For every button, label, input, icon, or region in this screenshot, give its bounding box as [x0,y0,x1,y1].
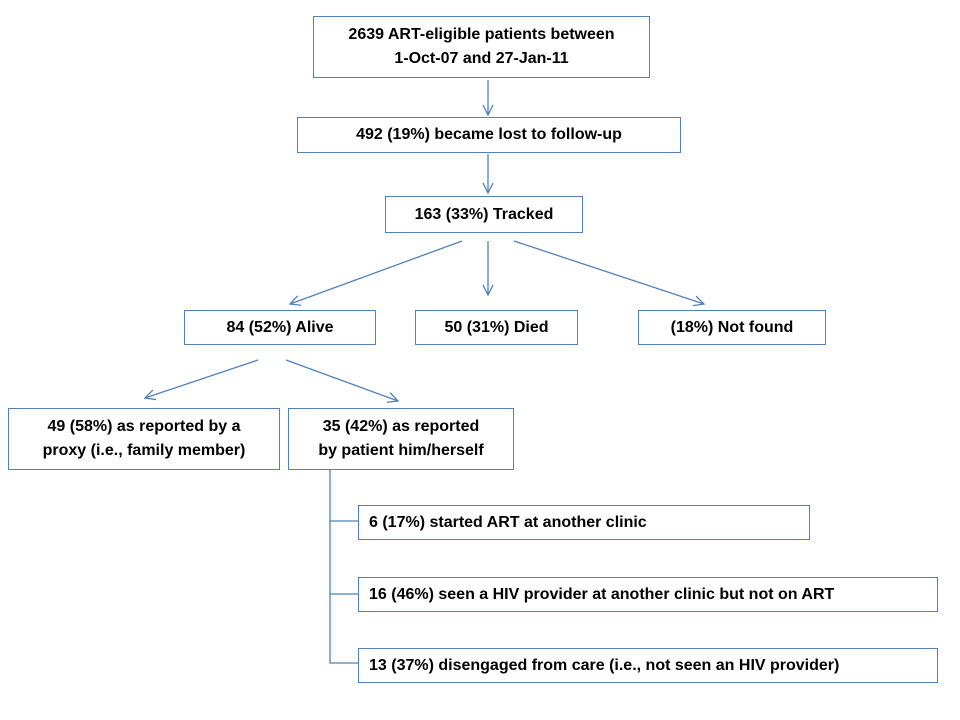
node-lost-to-follow-up-label: 492 (19%) became lost to follow-up [356,126,622,143]
arrow-tracked-to-alive [290,240,463,304]
node-self-report: 35 (42%) as reported by patient him/hers… [288,408,514,470]
node-proxy-report-line2: proxy (i.e., family member) [42,442,246,459]
node-art-eligible-patients: 2639 ART-eligible patients between 1-Oct… [313,16,650,78]
node-proxy-report: 49 (58%) as reported by a proxy (i.e., f… [8,408,280,470]
node-self-report-line1: 35 (42%) as reported [322,418,480,435]
bracket-self-report-subgroups [329,520,358,664]
node-disengaged-from-care-label: 13 (37%) disengaged from care (i.e., not… [369,656,840,674]
node-died: 50 (31%) Died [415,310,578,345]
node-alive-label: 84 (52%) Alive [226,318,334,336]
node-started-art-other-clinic: 6 (17%) started ART at another clinic [358,505,810,540]
node-lost-to-follow-up: 492 (19%) became lost to follow-up [297,117,681,153]
arrow-alive-to-self-report [285,359,398,401]
node-art-eligible-line2: 1-Oct-07 and 27-Jan-11 [394,50,569,67]
arrow-tracked-to-not-found [513,240,704,304]
arrow-alive-to-proxy [145,359,259,398]
node-alive: 84 (52%) Alive [184,310,376,345]
node-died-label: 50 (31%) Died [444,318,549,336]
node-self-report-line2: by patient him/herself [318,442,484,459]
node-tracked-label: 163 (33%) Tracked [414,205,554,223]
node-hiv-provider-not-on-art-label: 16 (46%) seen a HIV provider at another … [369,585,835,603]
node-hiv-provider-not-on-art: 16 (46%) seen a HIV provider at another … [358,577,938,612]
node-started-art-other-clinic-label: 6 (17%) started ART at another clinic [369,513,647,531]
node-proxy-report-line1: 49 (58%) as reported by a [47,418,241,435]
node-disengaged-from-care: 13 (37%) disengaged from care (i.e., not… [358,648,938,683]
node-not-found: (18%) Not found [638,310,826,345]
node-tracked: 163 (33%) Tracked [385,196,583,233]
node-not-found-label: (18%) Not found [670,318,794,336]
node-art-eligible-line1: 2639 ART-eligible patients between [348,26,615,43]
